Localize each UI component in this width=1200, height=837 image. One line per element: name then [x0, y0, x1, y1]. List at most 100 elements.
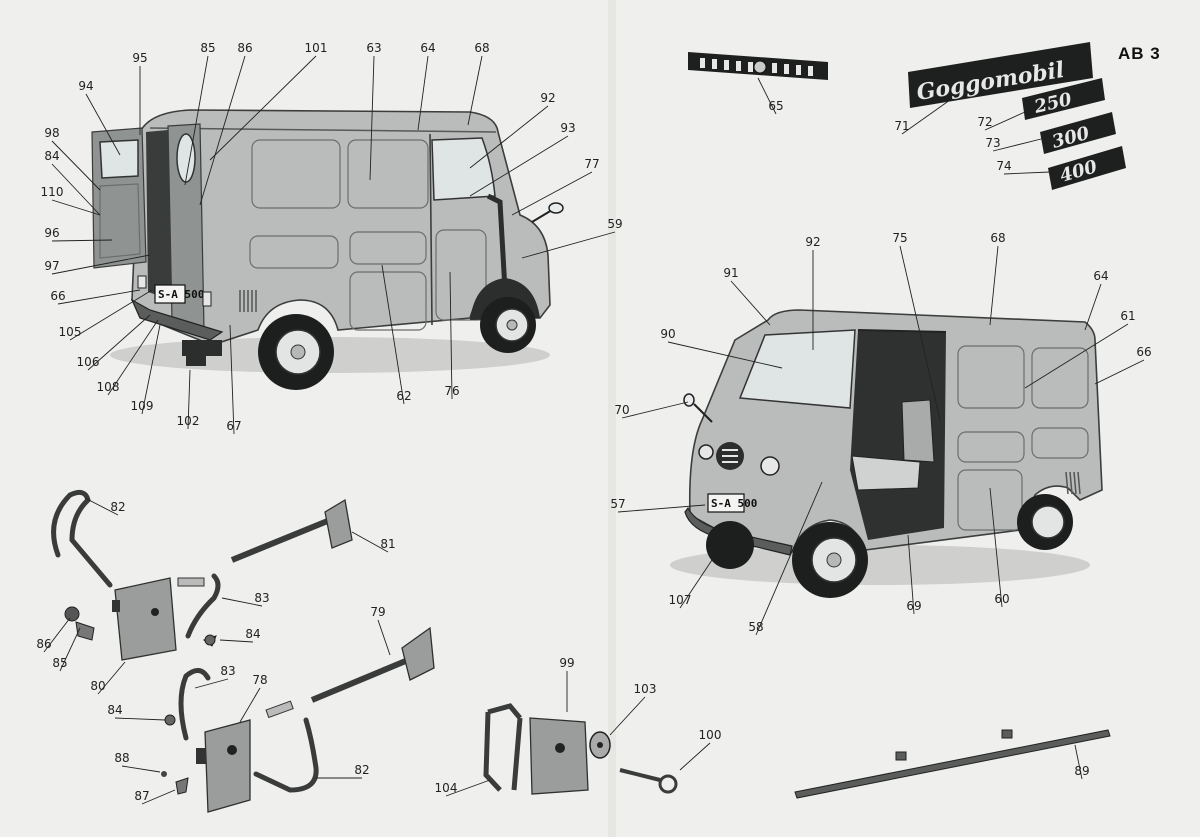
leader-line	[51, 239, 113, 242]
leader-line	[141, 789, 176, 805]
center-fold	[608, 0, 616, 837]
leader-line	[469, 105, 549, 169]
callout-95: 95	[132, 51, 147, 65]
leader-line	[97, 661, 126, 695]
callout-63: 63	[366, 41, 381, 55]
leader-line	[989, 487, 1003, 608]
leader-line	[617, 504, 706, 513]
leader-line	[199, 55, 246, 206]
lock-80	[112, 577, 205, 661]
catch-87	[175, 777, 189, 795]
door-handle-82-top	[51, 489, 113, 588]
leader-line	[667, 341, 783, 369]
callout-92: 92	[805, 235, 820, 249]
callout-64: 64	[1093, 269, 1108, 283]
rosette-103	[589, 731, 611, 759]
leader-line	[1074, 744, 1083, 780]
leader-line	[679, 529, 733, 609]
rail-89	[794, 729, 1111, 799]
callout-76: 76	[444, 384, 459, 398]
leader-line	[377, 619, 391, 656]
leader-line	[84, 497, 119, 516]
leader-line	[209, 55, 317, 161]
front-plate-text: S-A 500	[711, 497, 757, 510]
callout-58: 58	[748, 620, 763, 634]
callout-57: 57	[610, 497, 625, 511]
leader-line	[51, 199, 101, 216]
callout-68: 68	[474, 41, 489, 55]
lock-rod-81	[230, 498, 353, 563]
leader-line	[730, 280, 771, 326]
callout-74: 74	[996, 159, 1011, 173]
leader-line	[219, 639, 254, 643]
callout-59: 59	[607, 217, 622, 231]
leader-line	[57, 289, 141, 305]
callout-101: 101	[305, 41, 328, 55]
callout-103: 103	[634, 682, 657, 696]
callout-65: 65	[768, 99, 783, 113]
callout-98: 98	[44, 126, 59, 140]
leader-line	[992, 137, 1046, 152]
leader-line	[351, 531, 389, 553]
lock-99	[529, 717, 589, 795]
callout-91: 91	[723, 266, 738, 280]
leader-line	[621, 401, 689, 419]
callout-73: 73	[985, 136, 1000, 150]
leader-line	[901, 99, 951, 135]
callout-106: 106	[77, 355, 100, 369]
leader-line	[51, 254, 151, 275]
leader-line	[907, 534, 915, 615]
leader-line	[229, 324, 235, 435]
callout-96: 96	[44, 226, 59, 240]
callout-92: 92	[540, 91, 555, 105]
callout-109: 109	[131, 399, 154, 413]
callout-110: 110	[41, 185, 64, 199]
leader-line	[121, 765, 161, 773]
leader-line	[194, 678, 229, 689]
callout-77: 77	[584, 157, 599, 171]
leader-line	[381, 264, 405, 405]
callout-67: 67	[226, 419, 241, 433]
leader-line	[445, 779, 491, 797]
callout-71: 71	[894, 119, 909, 133]
callout-82: 82	[354, 763, 369, 777]
callout-61: 61	[1120, 309, 1135, 323]
leader-line	[417, 55, 429, 131]
callout-89: 89	[1074, 764, 1089, 778]
leader-line	[984, 111, 1026, 131]
leader-line	[755, 481, 823, 636]
callout-83: 83	[254, 591, 269, 605]
leader-line	[187, 369, 191, 430]
callout-82: 82	[110, 500, 125, 514]
leader-line	[449, 271, 453, 400]
inner-handle-83-bottom	[178, 668, 211, 741]
leader-line	[85, 93, 121, 156]
callout-102: 102	[177, 414, 200, 428]
leader-line	[467, 55, 483, 126]
leader-line	[609, 696, 646, 736]
leader-line	[51, 140, 101, 191]
leader-line	[51, 163, 101, 216]
lock-78	[196, 700, 294, 813]
callout-86: 86	[36, 637, 51, 651]
callout-81: 81	[380, 537, 395, 551]
leader-line	[221, 597, 263, 607]
callout-64: 64	[420, 41, 435, 55]
door-handle-82-bottom	[253, 717, 319, 793]
leader-line	[107, 319, 159, 396]
leader-line	[1084, 283, 1102, 331]
leader-line	[679, 742, 711, 771]
grille-badge	[688, 52, 828, 80]
leader-line	[59, 627, 81, 672]
leader-line	[757, 77, 777, 115]
callout-60: 60	[994, 592, 1009, 606]
leader-line	[369, 55, 375, 181]
van-front-view: S-A 500	[670, 300, 1103, 598]
callout-83: 83	[220, 664, 235, 678]
leader-line	[87, 314, 151, 371]
page-code: AB 3	[1118, 44, 1161, 63]
callout-66: 66	[1136, 345, 1151, 359]
van-rear-view: S-A 500	[91, 109, 564, 390]
leader-line	[469, 135, 569, 197]
